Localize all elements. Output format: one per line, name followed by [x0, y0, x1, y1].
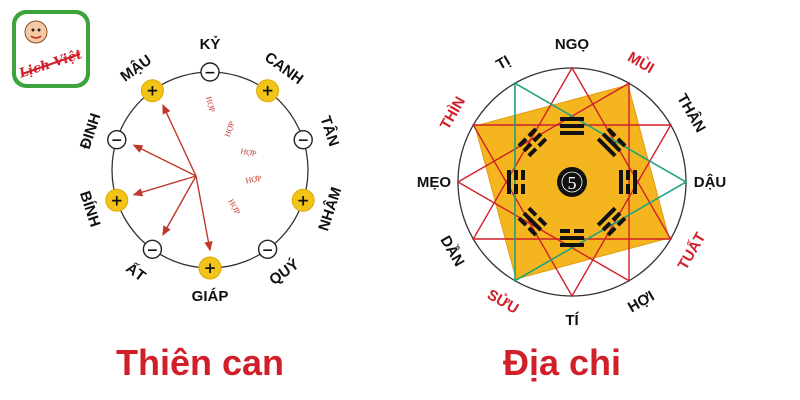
combination-arrow	[162, 104, 197, 177]
logo-mascot-smile-icon	[30, 35, 42, 39]
center-number: 5	[568, 173, 577, 193]
thien-can-items: −KỶ+CANH−TÂN+NHÂM−QUÝ+GIÁP−ẤT+BÍNH−ĐINH+…	[76, 36, 345, 305]
thien-can-label: BÍNH	[76, 189, 104, 229]
combination-arrow	[195, 175, 213, 252]
minus-sign-icon	[257, 239, 278, 259]
minus-sign-icon	[107, 130, 127, 150]
minus-sign-icon	[142, 239, 163, 259]
thien-can-item: +NHÂM	[291, 185, 345, 233]
thien-can-item: −QUÝ	[257, 239, 303, 289]
dia-chi-green-star	[514, 82, 688, 282]
plus-sign-icon	[291, 188, 315, 212]
dia-chi-label: NGỌ	[555, 36, 590, 53]
dia-chi-diagram: 5 NGỌ MÙI THÂN DẬU TUẤT HỢI TÍ SỬU DẦN MẸO THÌN TỊ	[417, 36, 726, 329]
thien-can-label: ĐINH	[77, 111, 105, 151]
sign-glyph: +	[204, 259, 217, 277]
dia-chi-label: MÙI	[625, 48, 658, 77]
sign-glyph: −	[204, 65, 216, 81]
logo: Lịch Việt	[12, 10, 90, 88]
thien-can-label: QUÝ	[266, 255, 303, 289]
plus-sign-icon	[140, 79, 164, 103]
logo-mascot-eye-icon	[31, 28, 35, 32]
sign-glyph: +	[111, 191, 124, 209]
trigram-icon	[507, 170, 525, 194]
green-triangle	[514, 82, 688, 282]
plus-sign-icon	[105, 188, 129, 212]
logo-mascot-icon	[24, 20, 48, 44]
minus-sign-icon	[200, 62, 220, 82]
thien-can-item: −ĐINH	[77, 111, 127, 151]
sign-glyph: −	[262, 242, 274, 258]
thien-can-item: −TÂN	[293, 114, 344, 150]
dia-chi-label: SỬU	[484, 285, 522, 317]
trigram-icon	[596, 206, 627, 237]
trigram-icon	[517, 127, 548, 158]
dia-chi-label: HỢI	[625, 288, 658, 317]
hop-label: HỢP	[226, 198, 242, 217]
dia-chi-label: TUẤT	[675, 230, 710, 273]
sign-glyph: −	[111, 133, 123, 149]
thien-can-label: ẤT	[123, 260, 149, 286]
red-triangle	[456, 82, 630, 282]
sign-glyph: +	[261, 82, 274, 100]
dia-chi-caption: Địa chi	[503, 342, 621, 383]
trigram-icon	[560, 229, 584, 247]
combination-arrow	[132, 175, 197, 197]
dia-chi-label: TÍ	[565, 312, 579, 329]
thien-can-arrows	[132, 104, 213, 252]
thien-can-item: + GIÁP	[192, 256, 229, 305]
trigram-icon	[619, 170, 637, 194]
thien-can-label: NHÂM	[314, 185, 345, 233]
plus-sign-icon	[198, 256, 222, 280]
dia-chi-label: TỊ	[493, 52, 513, 73]
thien-can-item: +MẬU	[117, 51, 164, 103]
center-disc	[557, 167, 587, 197]
dia-chi-label: MẸO	[417, 174, 452, 191]
sign-glyph: +	[146, 82, 159, 100]
logo-mascot-eye-icon	[37, 28, 41, 32]
trigram-icon	[596, 127, 627, 158]
thien-can-item: + BÍNH	[76, 188, 129, 229]
thien-can-caption: Thiên can	[116, 342, 284, 383]
thien-can-item: − KỶ	[200, 36, 221, 82]
sign-glyph: −	[147, 242, 159, 258]
thien-can-label: KỶ	[200, 36, 221, 53]
combination-arrow	[132, 144, 197, 177]
dia-chi-label: THÌN	[437, 94, 469, 133]
dia-chi-label: DẬU	[694, 173, 727, 191]
thien-can-label: GIÁP	[192, 288, 229, 305]
trigram-icon	[517, 206, 548, 237]
logo-underline-icon	[21, 53, 81, 75]
dia-chi-label: DẦN	[437, 233, 468, 270]
combination-arrow	[162, 175, 197, 236]
dia-chi-trigrams	[507, 117, 637, 247]
thien-can-item: − ẤT	[123, 239, 163, 286]
minus-sign-icon	[293, 130, 313, 150]
thien-can-label: TÂN	[317, 114, 344, 149]
trigram-icon	[560, 117, 584, 135]
center-disc-ring	[561, 171, 583, 193]
hop-label: HỢP	[223, 120, 237, 139]
hop-label: HỢP	[240, 147, 258, 159]
sign-glyph: +	[297, 191, 310, 209]
sign-glyph: −	[297, 133, 309, 149]
thien-can-item: +CANH	[256, 49, 306, 103]
hop-label: HỢP	[204, 95, 217, 113]
plus-sign-icon	[256, 79, 280, 103]
hop-label: HỢP	[245, 174, 263, 186]
dia-chi-label: THÂN	[673, 90, 709, 135]
